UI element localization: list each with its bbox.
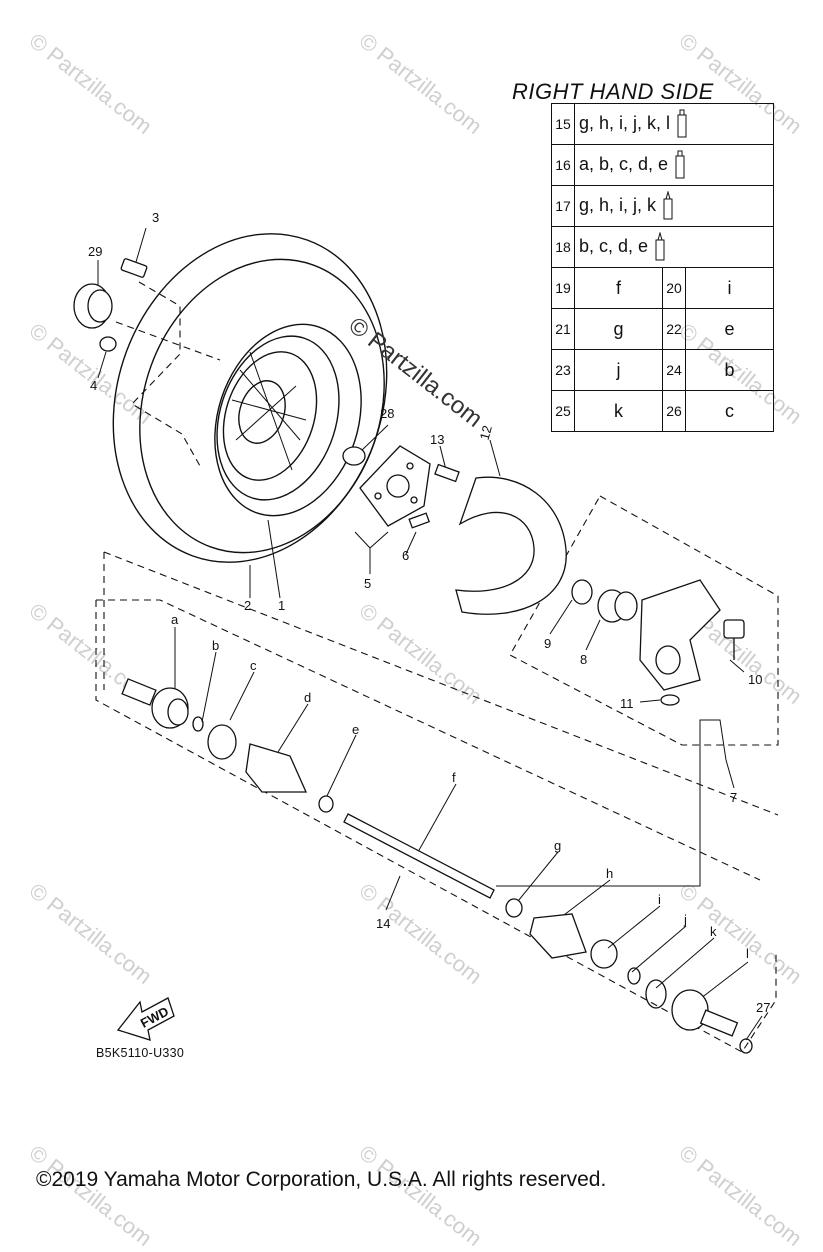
table-cell-num: 17 bbox=[551, 185, 575, 227]
callout-k: k bbox=[710, 924, 717, 939]
callout-2: 2 bbox=[244, 598, 251, 613]
callout-27: 27 bbox=[756, 1000, 770, 1015]
table-cell-num: 16 bbox=[551, 144, 575, 186]
callout-c: c bbox=[250, 658, 257, 673]
callout-1: 1 bbox=[278, 598, 285, 613]
table-cell-val: k bbox=[574, 390, 663, 432]
callout-d: d bbox=[304, 690, 311, 705]
table-row: 25 k 26 c bbox=[551, 390, 774, 432]
table-cell-items: b, c, d, e bbox=[579, 235, 649, 256]
callout-j: j bbox=[683, 912, 687, 927]
table-cell-num: 23 bbox=[551, 349, 575, 391]
table-cell-val: j bbox=[574, 349, 663, 391]
table-cell-num: 15 bbox=[551, 103, 575, 145]
table-title: RIGHT HAND SIDE bbox=[512, 79, 714, 104]
callout-f: f bbox=[452, 770, 456, 785]
table-cell-val: f bbox=[574, 267, 663, 309]
callout-7: 7 bbox=[730, 790, 737, 805]
table-cell-num: 21 bbox=[551, 308, 575, 350]
table-cell-val: c bbox=[685, 390, 774, 432]
table-row: 23 j 24 b bbox=[551, 349, 774, 391]
table-cell-items: g, h, i, j, k bbox=[579, 194, 657, 215]
table-row: 19 f 20 i bbox=[551, 267, 774, 309]
callout-29: 29 bbox=[88, 244, 102, 259]
grease-tube-icon bbox=[675, 150, 685, 179]
callout-b: b bbox=[212, 638, 219, 653]
callout-10: 10 bbox=[748, 672, 762, 687]
callout-12: 12 bbox=[477, 424, 495, 442]
callout-8: 8 bbox=[580, 652, 587, 667]
table-cell-items: a, b, c, d, e bbox=[579, 153, 669, 174]
callout-9: 9 bbox=[544, 636, 551, 651]
callout-3: 3 bbox=[152, 210, 159, 225]
diagram-code: B5K5110-U330 bbox=[96, 1046, 185, 1060]
table-cell-val: b bbox=[685, 349, 774, 391]
cap-nut bbox=[99, 336, 117, 352]
callout-11: 11 bbox=[620, 696, 634, 711]
table-cell-num: 20 bbox=[662, 267, 686, 309]
callout-a: a bbox=[171, 612, 179, 627]
callout-i: i bbox=[658, 892, 661, 907]
callout-g: g bbox=[554, 838, 561, 853]
table-row: 15 g, h, i, j, k, l bbox=[551, 103, 774, 145]
callout-e: e bbox=[352, 722, 359, 737]
table-cell-val: i bbox=[685, 267, 774, 309]
callout-28: 28 bbox=[380, 406, 394, 421]
callout-4: 4 bbox=[90, 378, 97, 393]
copyright-notice: ©2019 Yamaha Motor Corporation, U.S.A. A… bbox=[36, 1168, 607, 1191]
table-cell-num: 25 bbox=[551, 390, 575, 432]
table-cell-num: 22 bbox=[662, 308, 686, 350]
callout-14: 14 bbox=[376, 916, 390, 931]
table-row: 18 b, c, d, e bbox=[551, 226, 774, 268]
grease-tube-icon bbox=[677, 109, 687, 138]
table-cell-num: 26 bbox=[662, 390, 686, 432]
lubrication-table: 15 g, h, i, j, k, l 16 a, b, c, d, e 17 … bbox=[551, 103, 774, 432]
sealant-tube-icon bbox=[663, 191, 673, 220]
wheel-rim bbox=[214, 323, 362, 517]
table-row: 21 g 22 e bbox=[551, 308, 774, 350]
parts-diagram: FWD 3 29 4 28 13 12 6 5 2 1 9 8 10 11 7 … bbox=[73, 210, 779, 1054]
callout-13: 13 bbox=[430, 432, 444, 447]
table-row: 16 a, b, c, d, e bbox=[551, 144, 774, 186]
callout-h: h bbox=[606, 866, 613, 881]
table-cell-items: g, h, i, j, k, l bbox=[579, 112, 671, 133]
fwd-arrow-icon bbox=[116, 997, 175, 1041]
table-cell-num: 24 bbox=[662, 349, 686, 391]
table-cell-num: 19 bbox=[551, 267, 575, 309]
callout-6: 6 bbox=[402, 548, 409, 563]
table-cell-val: g bbox=[574, 308, 663, 350]
callout-5: 5 bbox=[364, 576, 371, 591]
table-cell-num: 18 bbox=[551, 226, 575, 268]
tire bbox=[112, 233, 388, 563]
callout-l: l bbox=[746, 946, 749, 961]
table-row: 17 g, h, i, j, k bbox=[551, 185, 774, 227]
table-cell-val: e bbox=[685, 308, 774, 350]
sealant-tube-icon bbox=[655, 232, 665, 261]
